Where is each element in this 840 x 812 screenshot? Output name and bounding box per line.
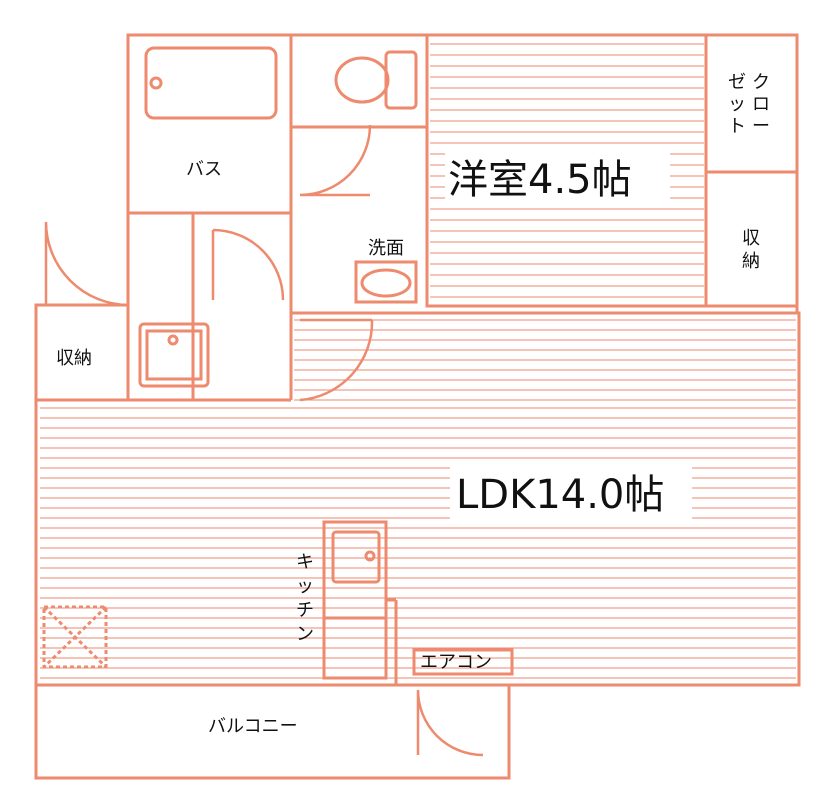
laundry-drain	[167, 334, 179, 346]
kitchen-drain	[364, 550, 376, 562]
closet-char-2: ロ	[752, 94, 770, 115]
closet-char-5: ッ	[728, 94, 746, 115]
kitchen-char-4: ン	[296, 624, 314, 645]
storage-left-label: 収納	[56, 348, 92, 369]
western-room-label: 洋室4.5帖	[448, 157, 632, 203]
aircon-label: エアコン	[420, 652, 492, 673]
closet-char-4: ゼ	[728, 72, 746, 93]
kitchen-char-1: キ	[296, 552, 314, 573]
balcony-outline	[34, 685, 511, 780]
ldk-label-bg	[450, 465, 692, 519]
bathtub-drain	[149, 76, 163, 90]
aircon-box	[412, 648, 514, 676]
wash-door	[299, 318, 374, 402]
storage-right-char-2: 納	[742, 251, 760, 272]
balcony-door	[416, 689, 484, 757]
closet-char-3: ー	[752, 116, 770, 137]
storage-right-char-1: 収	[742, 228, 760, 249]
balcony-label: バルコニー	[208, 716, 298, 737]
washroom-label: 洗面	[368, 238, 404, 259]
kitchen-sink	[331, 530, 381, 584]
closet-char-6: ト	[728, 116, 746, 137]
kitchen-char-3: チ	[296, 600, 314, 621]
wash-basin	[354, 260, 418, 304]
ldk-label: LDK14.0帖	[456, 472, 664, 518]
floor-hatch	[42, 605, 108, 669]
wash-bowl	[360, 268, 412, 298]
laundry-pan	[138, 322, 210, 388]
toilet-bowl	[334, 56, 390, 104]
western-room-label-bg	[445, 150, 670, 204]
toilet-outline	[289, 33, 429, 129]
toilet-tank	[384, 50, 418, 110]
laundry-pan-inner	[145, 329, 203, 381]
bath-room-outline	[126, 33, 293, 215]
kitchen-char-2: ッ	[296, 576, 314, 597]
entrance-door	[44, 221, 129, 307]
toilet-door	[299, 124, 372, 197]
bath-label: バス	[186, 159, 222, 180]
closet-char-1: ク	[752, 72, 770, 93]
floor-stripes	[40, 43, 796, 679]
floor-hatch-diag-2	[42, 605, 108, 669]
bath-door	[211, 228, 285, 301]
bathtub	[144, 46, 278, 120]
